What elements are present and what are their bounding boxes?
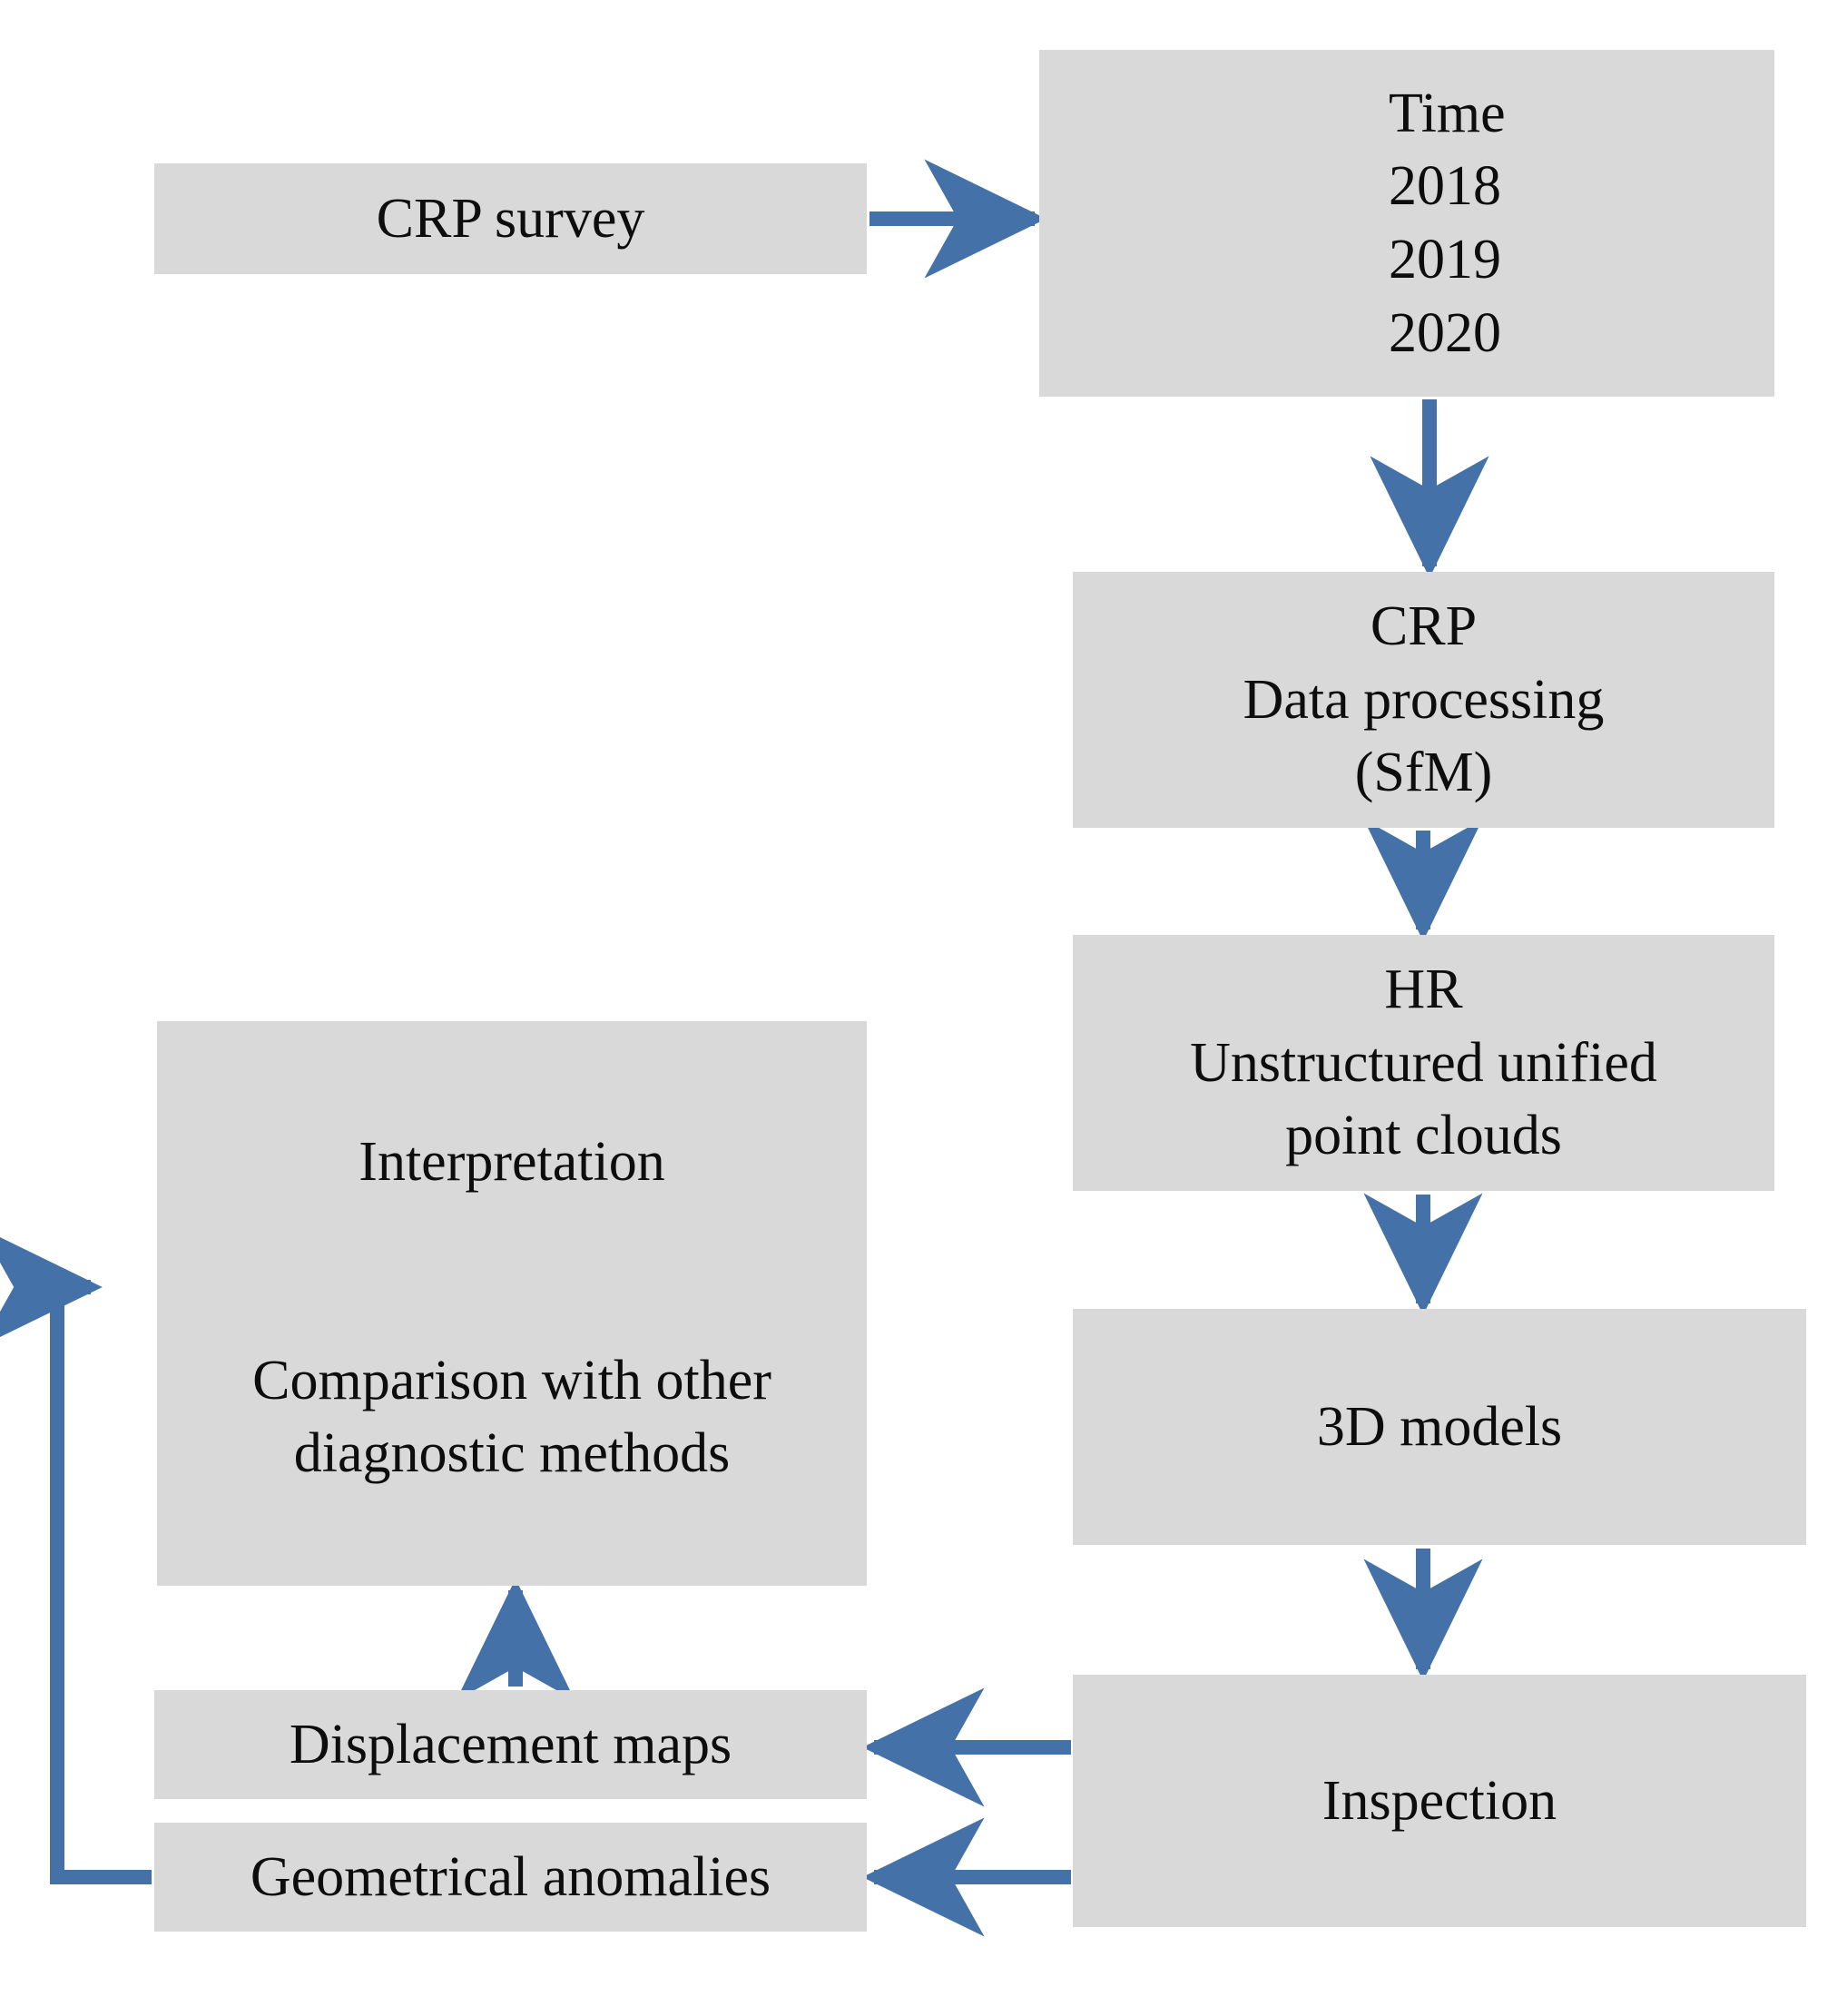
node-crp-data-processing-line-1: CRP [1370, 595, 1478, 658]
node-crp-data-processing-line-2: Data processing [1243, 668, 1605, 731]
edge-geometrical-anomalies-to-interpretation-loop [0, 1227, 152, 1884]
node-time-line-2: 2018 [1389, 155, 1501, 218]
node-interpretation-line-1: Interpretation [359, 1131, 665, 1193]
node-crp-survey-line-1: CRP survey [376, 187, 645, 250]
node-hr-point-clouds-line-3: point clouds [1285, 1105, 1562, 1167]
node-time-line-3: 2019 [1389, 229, 1501, 290]
node-crp-data-processing[interactable]: CRP Data processing (SfM) [1073, 572, 1774, 828]
node-time-line-1: Time [1389, 82, 1506, 144]
node-inspection-line-1: Inspection [1321, 1769, 1557, 1832]
node-interpretation-line-3: diagnostic methods [293, 1422, 731, 1485]
node-hr-point-clouds-line-1: HR [1384, 959, 1463, 1021]
node-crp-survey[interactable]: CRP survey [154, 163, 867, 274]
node-geometrical-anomalies[interactable]: Geometrical anomalies [154, 1823, 867, 1932]
node-3d-models[interactable]: 3D models [1073, 1309, 1806, 1545]
node-3d-models-line-1: 3D models [1316, 1395, 1563, 1458]
node-crp-data-processing-line-3: (SfM) [1354, 742, 1493, 804]
node-time-line-4: 2020 [1389, 301, 1501, 364]
node-geometrical-anomalies-line-1: Geometrical anomalies [250, 1845, 771, 1908]
node-displacement-maps-line-1: Displacement maps [289, 1713, 732, 1775]
node-hr-point-clouds[interactable]: HR Unstructured unified point clouds [1073, 935, 1774, 1191]
node-inspection[interactable]: Inspection [1073, 1675, 1806, 1927]
node-interpretation-line-2: Comparison with other [252, 1349, 771, 1411]
node-interpretation[interactable]: Interpretation Comparison with other dia… [157, 1021, 867, 1586]
node-hr-point-clouds-line-2: Unstructured unified [1190, 1031, 1657, 1094]
node-displacement-maps[interactable]: Displacement maps [154, 1690, 867, 1799]
node-time[interactable]: Time 2018 2019 2020 [1039, 50, 1774, 397]
